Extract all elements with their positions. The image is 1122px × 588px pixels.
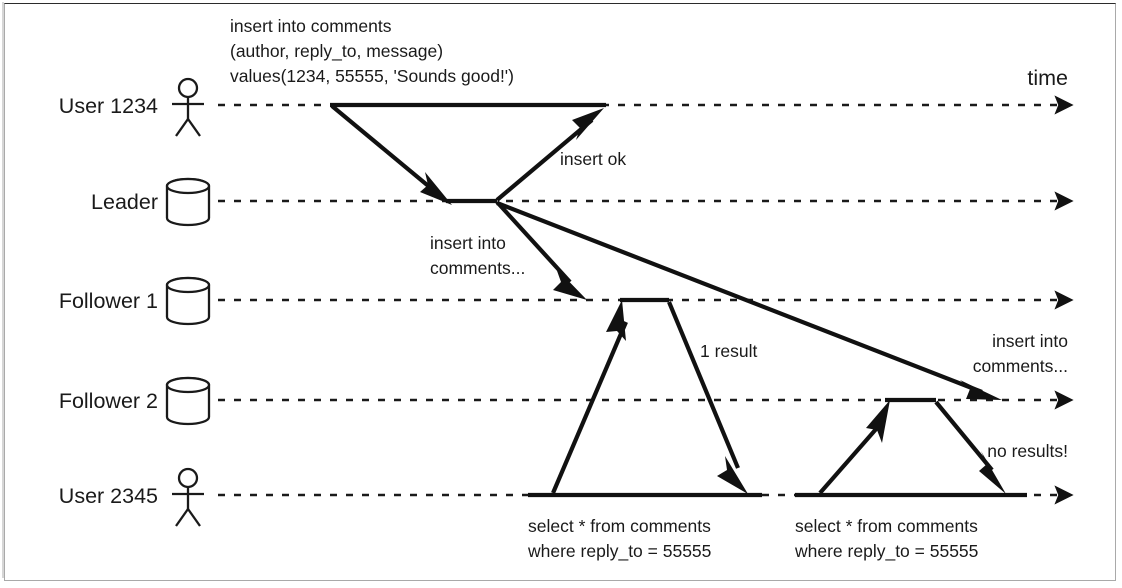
message-arrow-replicate-follower1 [495, 200, 587, 300]
participant-label-follower2: Follower 2 [59, 389, 158, 413]
database-cylinder-icon-follower1 [165, 276, 211, 326]
message-arrow-replicate-follower2 [496, 201, 1002, 400]
message-arrow-select-1 [551, 300, 628, 494]
annotation-select-query-1-line-1: select * from comments [528, 516, 711, 536]
annotation-replicate-follower1-line-2: comments... [430, 258, 525, 278]
message-arrow-insert-ok [495, 108, 604, 202]
annotation-insert-ok: insert ok [560, 149, 626, 169]
message-arrow-one-result [667, 301, 748, 494]
annotation-replicate-follower1: insert into comments... [430, 233, 525, 278]
annotation-select-query-2: select * from comments where reply_to = … [794, 516, 978, 562]
annotation-no-results: no results! [987, 441, 1068, 461]
annotation-select-query-2-line-2: where reply_to = 55555 [794, 541, 978, 562]
actor-stick-figure-icon-user1234 [172, 77, 204, 137]
annotation-insert-statement-line-2: (author, reply_to, message) [230, 41, 443, 62]
message-arrow-insert-request [330, 104, 452, 205]
database-cylinder-icon-follower2 [165, 376, 211, 426]
annotation-select-query-2-line-1: select * from comments [795, 516, 978, 536]
annotation-insert-statement-line-3: values(1234, 55555, 'Sounds good!') [230, 66, 514, 86]
participant-label-user2345: User 2345 [59, 484, 158, 508]
annotation-select-query-1-line-2: where reply_to = 55555 [527, 541, 711, 562]
annotation-select-query-1: select * from comments where reply_to = … [527, 516, 711, 562]
annotation-replicate-follower1-line-1: insert into [430, 233, 506, 253]
participant-label-user1234: User 1234 [59, 94, 158, 118]
database-cylinder-icon-leader [165, 177, 211, 227]
annotation-insert-statement: insert into comments (author, reply_to, … [230, 16, 514, 86]
message-arrow-no-results [934, 400, 1006, 494]
annotation-replicate-follower2-line-1: insert into [992, 331, 1068, 351]
annotation-insert-statement-line-1: insert into comments [230, 16, 392, 36]
actor-stick-figure-icon-user2345 [172, 467, 204, 527]
time-axis-label: time [1027, 66, 1068, 90]
participant-label-leader: Leader [91, 190, 158, 214]
annotation-replicate-follower2-line-2: comments... [973, 356, 1068, 376]
message-arrow-select-2 [818, 400, 890, 495]
annotation-replicate-follower2: insert into comments... [973, 331, 1068, 376]
participant-label-follower1: Follower 1 [59, 289, 158, 313]
annotation-one-result: 1 result [700, 341, 758, 361]
